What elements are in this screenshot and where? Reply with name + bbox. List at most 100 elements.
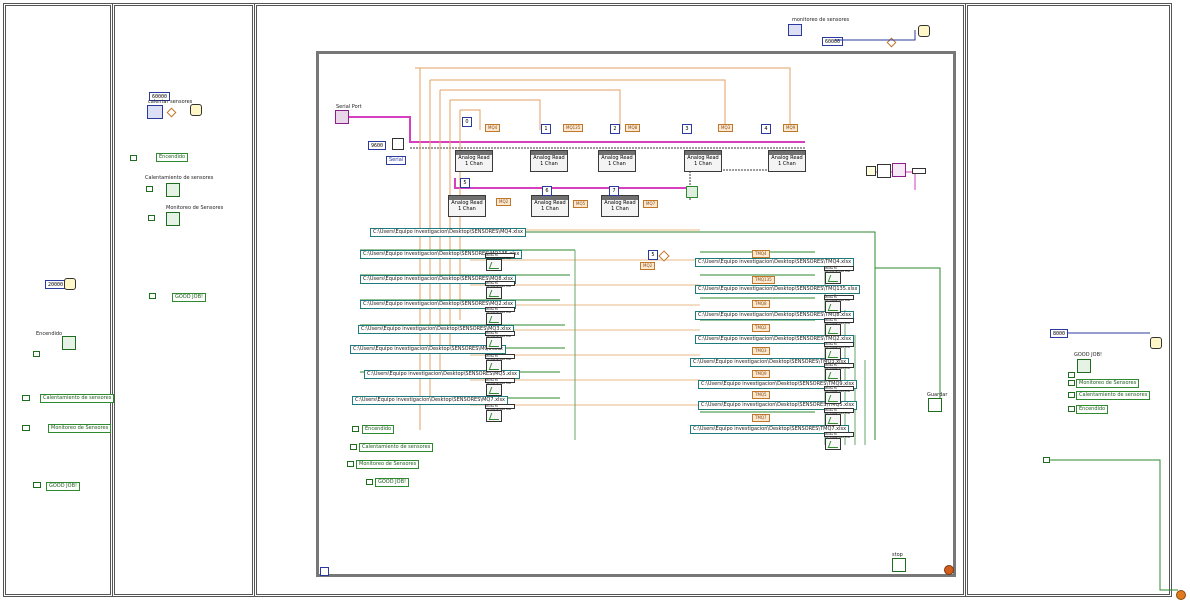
bool-const-f4-3[interactable] (1068, 392, 1075, 398)
bool-const-f2-2[interactable] (146, 186, 153, 192)
serial-ref-constant[interactable]: Serial (386, 156, 407, 165)
good-job-label: GOOD JOB! (1074, 352, 1103, 358)
bool-const-f1-2[interactable] (22, 425, 30, 431)
wait-ms-constant-f2[interactable]: 60000 (149, 92, 171, 101)
encendido-true-const[interactable] (33, 351, 40, 357)
path-left-1[interactable]: C:\Users\Equipo investigacion\Desktop\SE… (360, 250, 523, 259)
path-right-4[interactable]: C:\Users\Equipo investigacion\Desktop\SE… (690, 358, 850, 367)
visa-close-node[interactable] (686, 186, 698, 198)
write-spreadsheet-l2[interactable] (486, 313, 502, 325)
pin-const-6[interactable]: 6 (542, 186, 552, 196)
baud-rate-constant[interactable]: 9600 (368, 141, 387, 150)
write-spreadsheet-r3[interactable] (825, 348, 841, 360)
local-calentamiento-f4[interactable]: Calentamiento de sensores (1076, 391, 1151, 400)
serial-port-control[interactable] (335, 110, 349, 124)
pin-const-2[interactable]: 2 (610, 124, 620, 134)
write-spreadsheet-r6[interactable] (825, 414, 841, 426)
write-spreadsheet-r7[interactable] (825, 438, 841, 450)
path-left-2[interactable]: C:\Users\Equipo investigacion\Desktop\SE… (360, 275, 517, 284)
local-goodjob-f3[interactable]: GOOD JOB! (375, 478, 410, 487)
local-encendido-f4[interactable]: Encendido (1076, 405, 1109, 414)
calentar-sensores-control[interactable] (147, 105, 163, 119)
path-right-3[interactable]: C:\Users\Equipo investigacion\Desktop\SE… (695, 335, 855, 344)
write-spreadsheet-l1[interactable] (486, 287, 502, 299)
write-spreadsheet-r0[interactable] (825, 272, 841, 284)
write-spreadsheet-r2[interactable] (825, 324, 841, 336)
pin-const-0[interactable]: 0 (462, 117, 472, 127)
local-monitoreo-f1[interactable]: Monitoreo de Sensores (48, 424, 112, 433)
path-left-4[interactable]: C:\Users\Equipo investigacion\Desktop\SE… (358, 325, 515, 334)
path-left-3[interactable]: C:\Users\Equipo investigacion\Desktop\SE… (360, 300, 517, 309)
wait-ms-constant-f4[interactable]: 8000 (1050, 329, 1069, 338)
local-goodjob-f2[interactable]: GOOD JOB! (172, 293, 207, 302)
wait-ms-constant-f3[interactable]: 60000 (822, 37, 844, 46)
bool-const-f3-1[interactable] (352, 426, 359, 432)
write-spreadsheet-r1[interactable] (825, 301, 841, 313)
local-encendido-f3[interactable]: Encendido (362, 425, 395, 434)
wait-timer-icon[interactable] (64, 278, 76, 290)
bool-const-f2-4[interactable] (149, 293, 156, 299)
stop-button-control[interactable] (892, 558, 906, 572)
write-spreadsheet-l6[interactable] (486, 410, 502, 422)
stop-terminal[interactable] (944, 565, 954, 575)
local-calentamiento-f3[interactable]: Calentamiento de sensores (359, 443, 434, 452)
tmq-label-0: TMQ4 (752, 250, 770, 258)
bool-const-f4-2[interactable] (1068, 380, 1075, 386)
write-spreadsheet-l4[interactable] (486, 360, 502, 372)
bool-const-f1-1[interactable] (22, 395, 30, 401)
select-constant[interactable]: 5 (648, 250, 658, 260)
pin-const-1[interactable]: 1 (541, 124, 551, 134)
serial-port-label: Serial Port (336, 104, 362, 110)
path-right-5[interactable]: C:\Users\Equipo investigacion\Desktop\SE… (698, 380, 858, 389)
path-right-0[interactable]: C:\Users\Equipo investigacion\Desktop\SE… (695, 258, 855, 267)
calentamiento-label-f2: Calentamiento de sensores (145, 175, 214, 181)
bool-const-f2-3[interactable] (148, 215, 155, 221)
bool-const-f2-1[interactable] (130, 155, 137, 161)
local-calentamiento-f1[interactable]: Calentamiento de sensores (40, 394, 115, 403)
local-monitoreo-f4[interactable]: Monitoreo de Sensores (1076, 379, 1140, 388)
wait-timer-icon-f4[interactable] (1150, 337, 1162, 349)
write-spreadsheet-r5[interactable] (825, 392, 841, 404)
guardar-button[interactable] (928, 398, 942, 412)
pin-const-3[interactable]: 3 (682, 124, 692, 134)
local-encendido-f2[interactable]: Encendido (156, 153, 189, 162)
tmq-label-7: TMQ7 (752, 414, 770, 422)
path-left-6[interactable]: C:\Users\Equipo investigacion\Desktop\SE… (364, 370, 521, 379)
monitoreo-control[interactable] (788, 24, 802, 36)
local-monitoreo-f3[interactable]: Monitoreo de Sensores (356, 460, 420, 469)
local-goodjob-f1[interactable]: GOOD JOB! (46, 482, 81, 491)
write-spreadsheet-l0[interactable] (486, 259, 502, 271)
path-right-6[interactable]: C:\Users\Equipo investigacion\Desktop\SE… (698, 401, 858, 410)
write-spreadsheet-l3[interactable] (486, 337, 502, 349)
path-left-0[interactable]: C:\Users\Equipo investigacion\Desktop\SE… (370, 228, 527, 237)
sequence-frame-3 (254, 3, 966, 597)
bool-const-f1-3[interactable] (33, 482, 41, 488)
bool-const-f4-1[interactable] (1068, 372, 1075, 378)
bool-const-f3-4[interactable] (366, 479, 373, 485)
path-right-2[interactable]: C:\Users\Equipo investigacion\Desktop\SE… (695, 311, 855, 320)
pin-const-4[interactable]: 4 (761, 124, 771, 134)
wait-timer-icon-f3[interactable] (918, 25, 930, 37)
path-left-5[interactable]: C:\Users\Equipo investigacion\Desktop\SE… (350, 345, 507, 354)
bool-const-f3-3[interactable] (347, 461, 354, 467)
bool-const-f4-5[interactable] (1043, 457, 1050, 463)
path-right-1[interactable]: C:\Users\Equipo investigacion\Desktop\SE… (695, 285, 861, 294)
write-label-l5: Write To Spreadsheet File (485, 378, 515, 385)
bool-const-f4-4[interactable] (1068, 406, 1075, 412)
pin-const-5[interactable]: 5 (460, 178, 470, 188)
path-right-7[interactable]: C:\Users\Equipo investigacion\Desktop\SE… (690, 425, 850, 434)
path-left-7[interactable]: C:\Users\Equipo investigacion\Desktop\SE… (352, 396, 509, 405)
write-spreadsheet-l5[interactable] (486, 384, 502, 396)
write-spreadsheet-r4[interactable] (825, 369, 841, 381)
bool-const-f3-2[interactable] (350, 444, 357, 450)
pin-const-7[interactable]: 7 (609, 186, 619, 196)
wait-timer-icon-f2[interactable] (190, 104, 202, 116)
